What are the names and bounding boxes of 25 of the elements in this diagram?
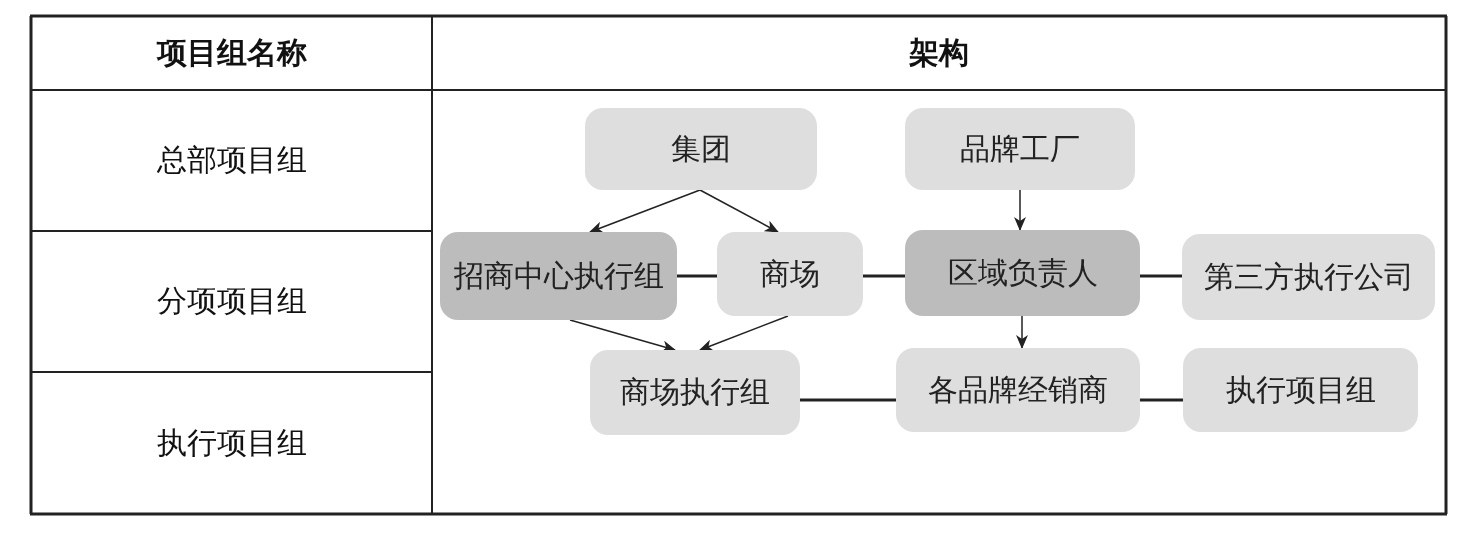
connector-line [1140, 398, 1183, 402]
table-cell-text: 执行项目组 [156, 424, 307, 461]
connector-line [800, 398, 896, 402]
table-cell-text: 总部项目组 [156, 142, 307, 178]
connector-line [677, 274, 717, 278]
process-box: 集团 [585, 108, 817, 190]
process-box: 执行项目组 [1183, 348, 1418, 432]
arrow [1016, 315, 1028, 349]
table-cell-text: 分项项目组 [156, 283, 307, 319]
column-header: 架构 [909, 34, 969, 71]
process-box: 第三方执行公司 [1182, 234, 1435, 320]
arrow [1014, 189, 1026, 231]
arrow [699, 189, 779, 233]
connector-line [1140, 274, 1182, 278]
process-box: 品牌工厂 [905, 108, 1135, 190]
process-box: 区域负责人 [905, 230, 1140, 316]
column-header: 项目组名称 [156, 34, 307, 71]
arrow [569, 319, 676, 353]
process-box: 招商中心执行组 [440, 232, 677, 320]
process-box: 商场 [717, 232, 863, 316]
connector-line [863, 274, 905, 278]
process-box: 商场执行组 [590, 350, 800, 435]
process-box: 各品牌经销商 [896, 348, 1140, 432]
arrow [699, 315, 789, 351]
arrow [589, 189, 701, 233]
